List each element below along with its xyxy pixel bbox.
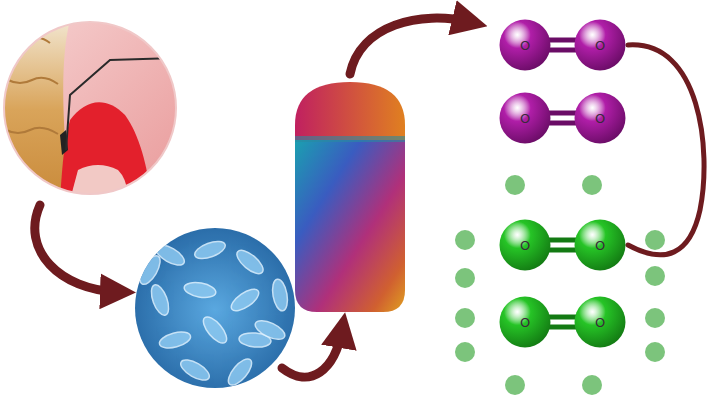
atom-symbol: O (595, 38, 605, 53)
bacteria-illustration (130, 225, 300, 395)
double-bond (549, 240, 576, 250)
capsule (295, 82, 405, 312)
atom-symbol: O (520, 238, 530, 253)
atom-symbol: O (595, 111, 605, 126)
double-bond (549, 317, 576, 327)
oxygen-atom: O (574, 92, 626, 144)
atom-symbol: O (595, 238, 605, 253)
double-bond (549, 113, 576, 123)
oxygen-atom: O (499, 92, 551, 144)
atom-symbol: O (595, 315, 605, 330)
oxygen-atom: O (499, 219, 551, 271)
double-bond (549, 40, 576, 50)
gum-illustration (0, 20, 180, 200)
oxygen-atom: O (574, 19, 626, 71)
atom-symbol: O (520, 315, 530, 330)
atom-symbol: O (520, 38, 530, 53)
oxygen-atom: O (499, 296, 551, 348)
atom-symbol: O (520, 111, 530, 126)
flow-arrows (35, 18, 704, 377)
oxygen-dots (455, 175, 665, 395)
oxygen-atom: O (499, 19, 551, 71)
oxygen-atom: O (574, 296, 626, 348)
oxygen-atom: O (574, 219, 626, 271)
